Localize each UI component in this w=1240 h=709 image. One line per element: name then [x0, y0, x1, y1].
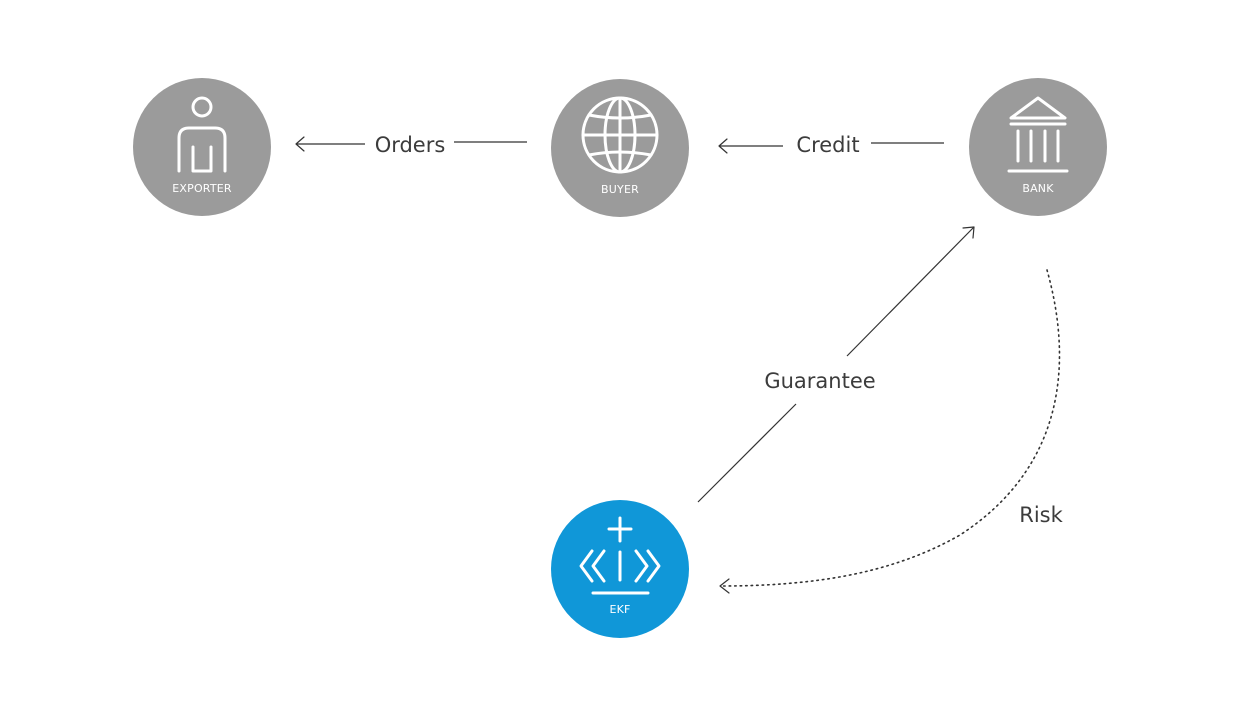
bank-circle: [969, 78, 1107, 216]
person-icon: [177, 96, 227, 173]
orders-arrowhead: [295, 136, 305, 152]
orders-edge: Orders: [295, 133, 527, 157]
risk-edge: Risk: [719, 269, 1064, 594]
exporter-circle: [133, 78, 271, 216]
guarantee-edge: Guarantee: [697, 226, 975, 503]
exporter-label: EXPORTER: [172, 182, 232, 195]
risk-curve: [719, 269, 1061, 587]
bank-icon: [1007, 96, 1069, 173]
ekf-label: EKF: [609, 603, 630, 616]
buyer-node: BUYER: [551, 79, 689, 217]
guarantee-line-upper: [846, 226, 975, 357]
crown-icon: [579, 516, 661, 595]
guarantee-arrowhead: [962, 226, 975, 239]
guarantee-label: Guarantee: [764, 369, 875, 393]
credit-label: Credit: [796, 133, 859, 157]
risk-arrowhead: [719, 578, 730, 594]
globe-icon: [581, 96, 659, 174]
credit-arrowhead: [718, 138, 728, 154]
buyer-label: BUYER: [601, 183, 639, 196]
guarantee-line-lower: [697, 403, 797, 503]
bank-node: BANK: [969, 78, 1107, 216]
bank-label: BANK: [1022, 182, 1054, 195]
credit-edge: Credit: [718, 133, 944, 157]
ekf-node: EKF: [551, 500, 689, 638]
risk-label: Risk: [1019, 503, 1063, 527]
exporter-node: EXPORTER: [133, 78, 271, 216]
orders-label: Orders: [375, 133, 446, 157]
